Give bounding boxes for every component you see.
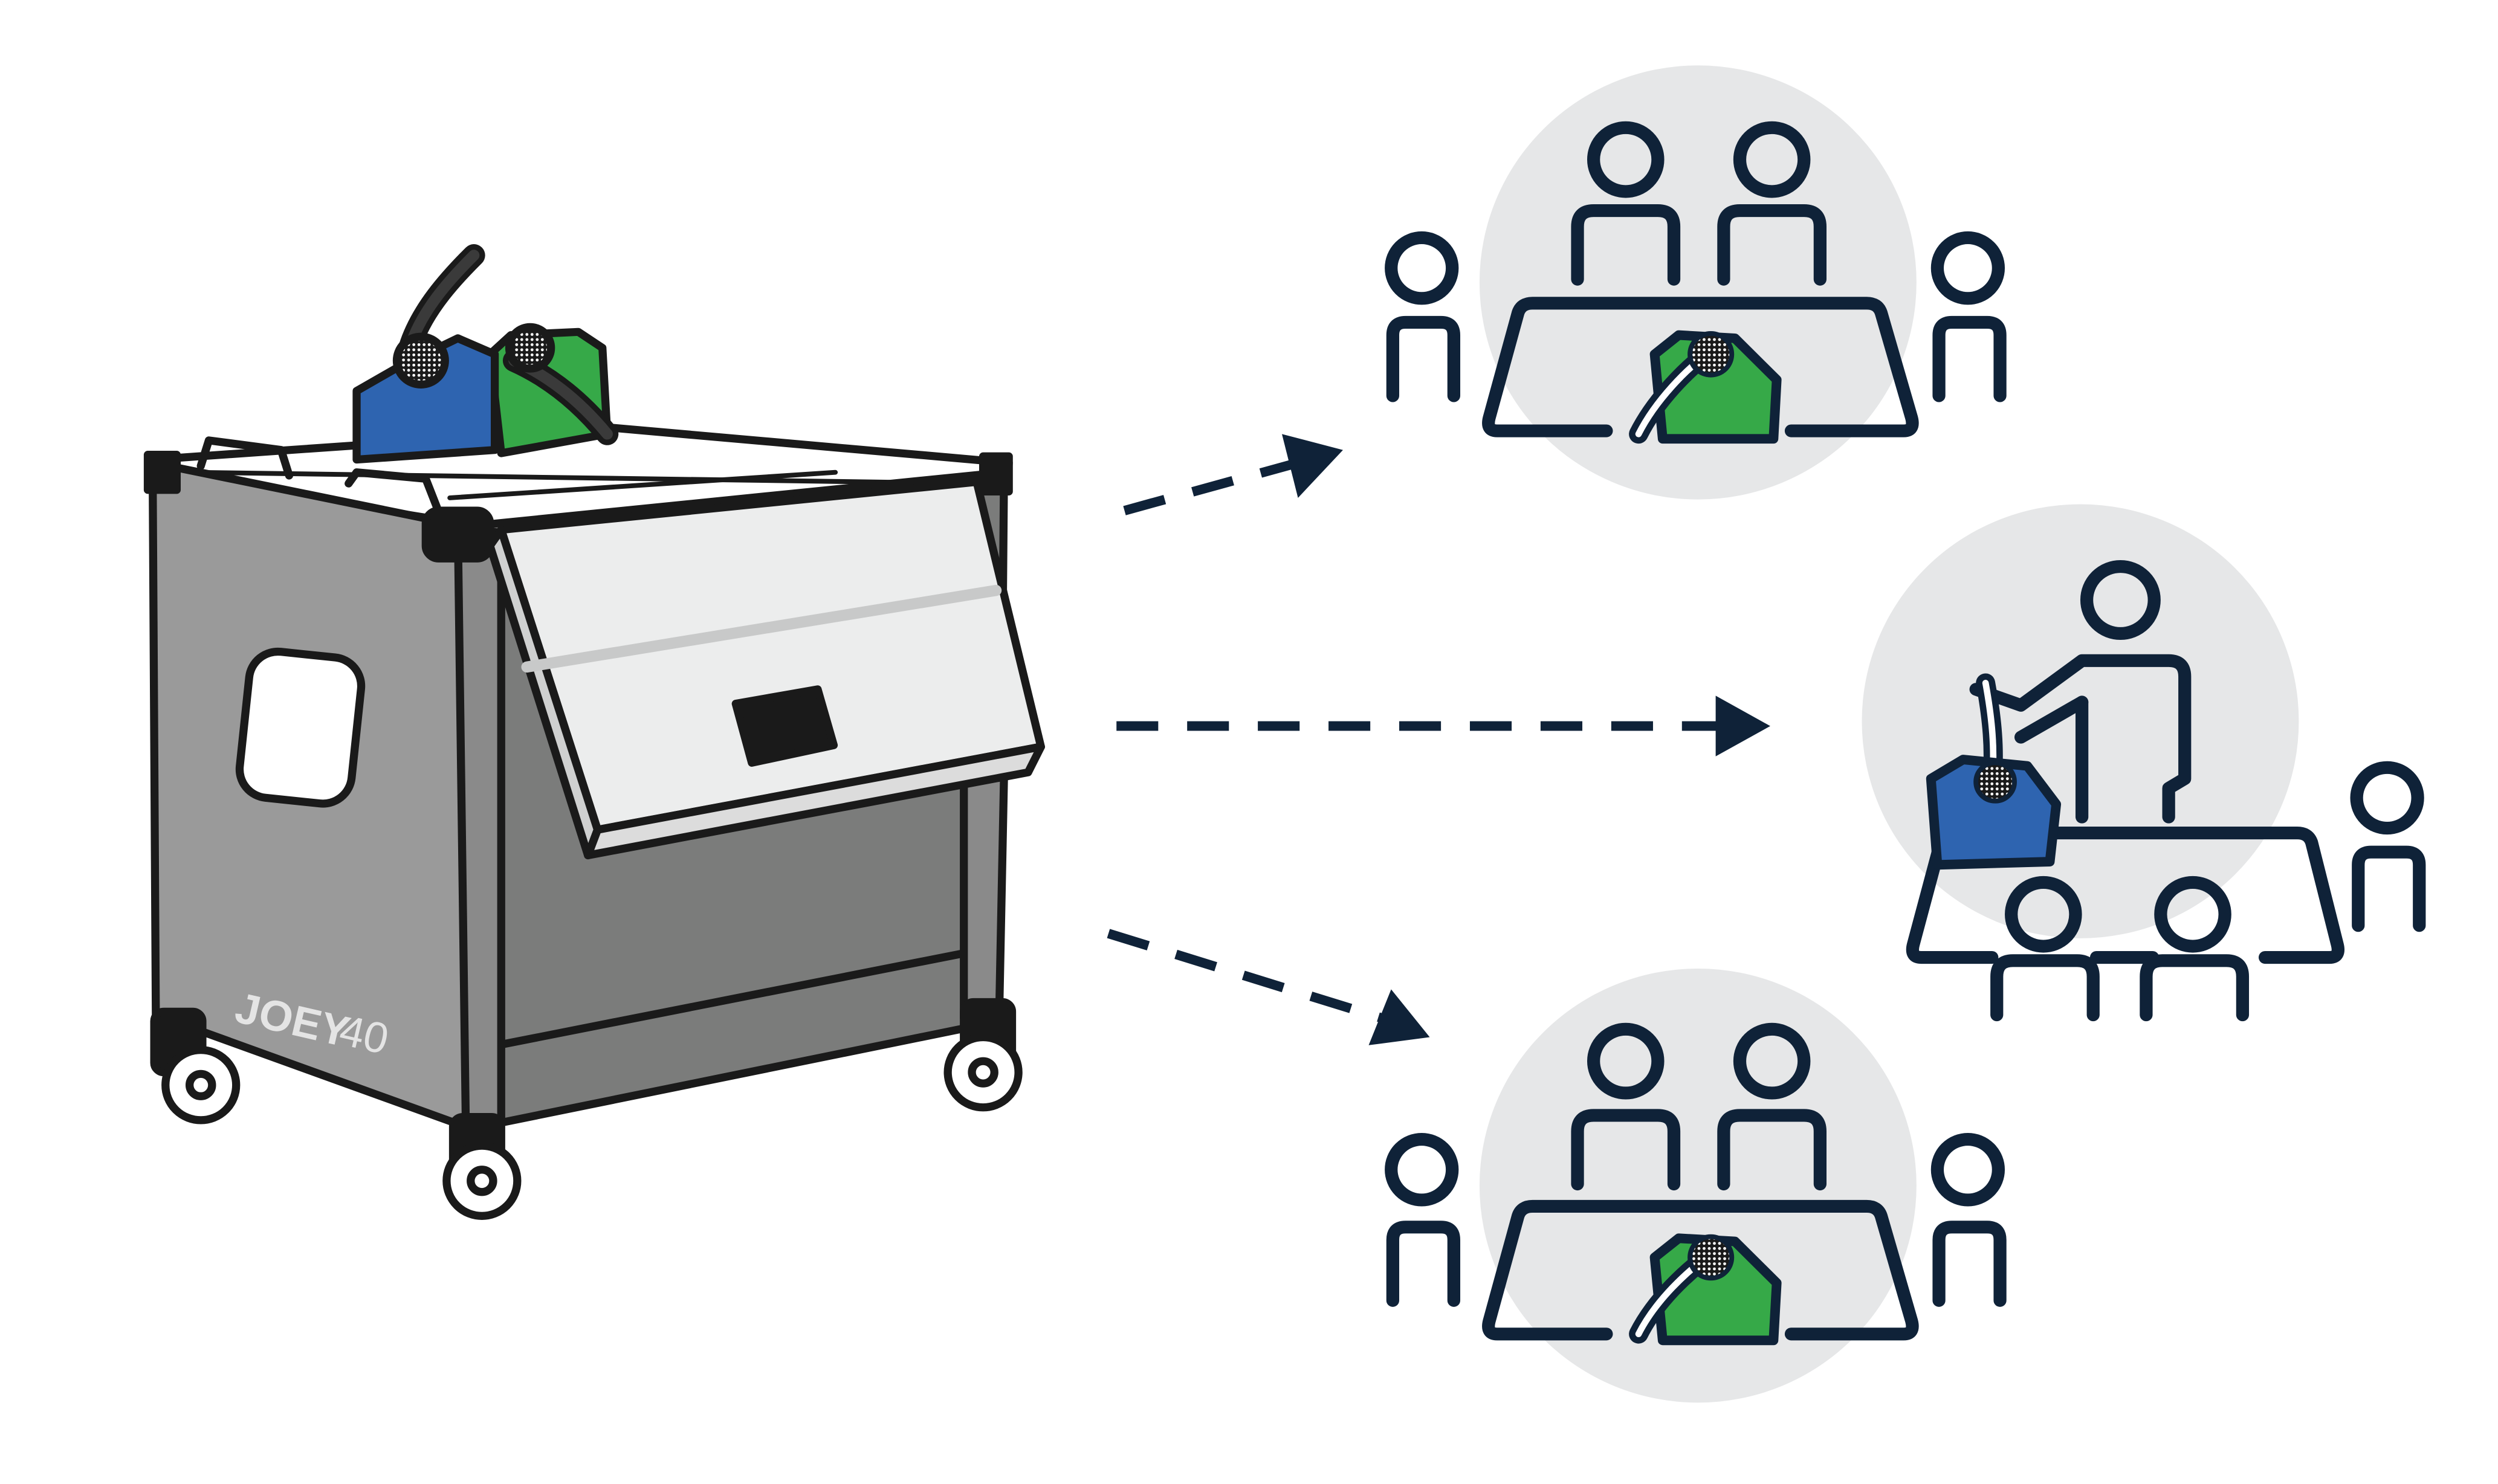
cart-side-window bbox=[235, 647, 366, 808]
arrow-to-bottom-group bbox=[1107, 929, 1430, 1045]
scene-teacher-led-group bbox=[1862, 504, 2426, 1022]
dashed-arrow-icon bbox=[1107, 434, 1770, 1045]
cart-label-plate bbox=[731, 685, 838, 767]
scene-bottom-group-table bbox=[1385, 969, 2007, 1403]
arrow-to-middle-group bbox=[1116, 695, 1770, 757]
scene-background bbox=[1479, 969, 1917, 1403]
classroom-group-icon bbox=[1385, 65, 2426, 1403]
scene-top-group-table bbox=[1385, 65, 2007, 500]
cart-model-label: 40 bbox=[335, 1006, 393, 1064]
cart-wheel-right bbox=[943, 998, 1023, 1112]
cart-wheel-left bbox=[150, 1007, 241, 1124]
arrow-to-top-group bbox=[1123, 434, 1343, 515]
device-bag-icon bbox=[352, 244, 619, 464]
charging-cart-icon bbox=[143, 424, 1045, 1220]
cart-wheel-front bbox=[442, 1112, 522, 1220]
